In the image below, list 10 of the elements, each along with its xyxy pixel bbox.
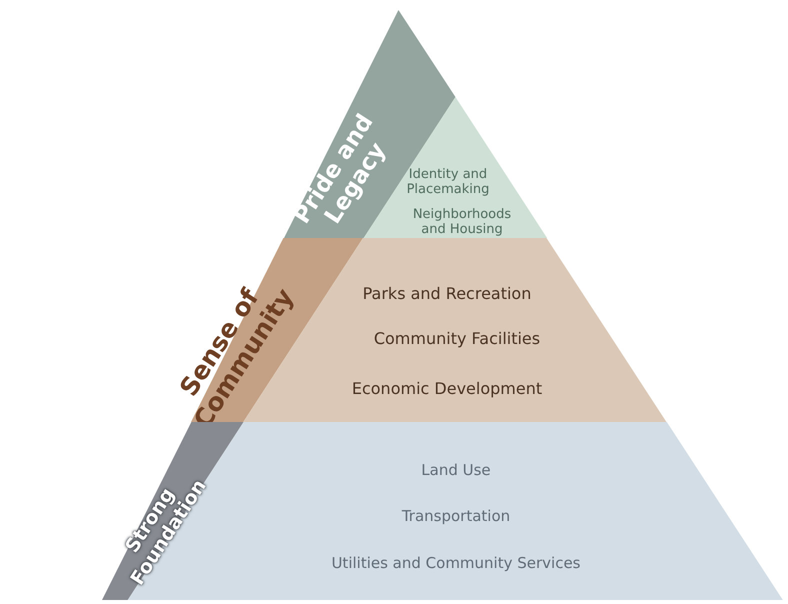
- tier-item-label: Utilities and Community Services: [330, 555, 582, 572]
- tier-item-label: Parks and Recreation: [362, 285, 532, 304]
- tier-item-label: Identity and Placemaking: [406, 168, 490, 198]
- tier-item-label: Transportation: [400, 508, 512, 526]
- tier-item-label: Community Facilities: [372, 330, 542, 348]
- pyramid-tier: [102, 422, 783, 600]
- pyramid-tier: [284, 10, 547, 238]
- tier-item-label: Land Use: [420, 462, 492, 480]
- tier-item-label: Neighborhoods and Housing: [412, 208, 512, 238]
- tier-item-label: Economic Development: [350, 380, 544, 398]
